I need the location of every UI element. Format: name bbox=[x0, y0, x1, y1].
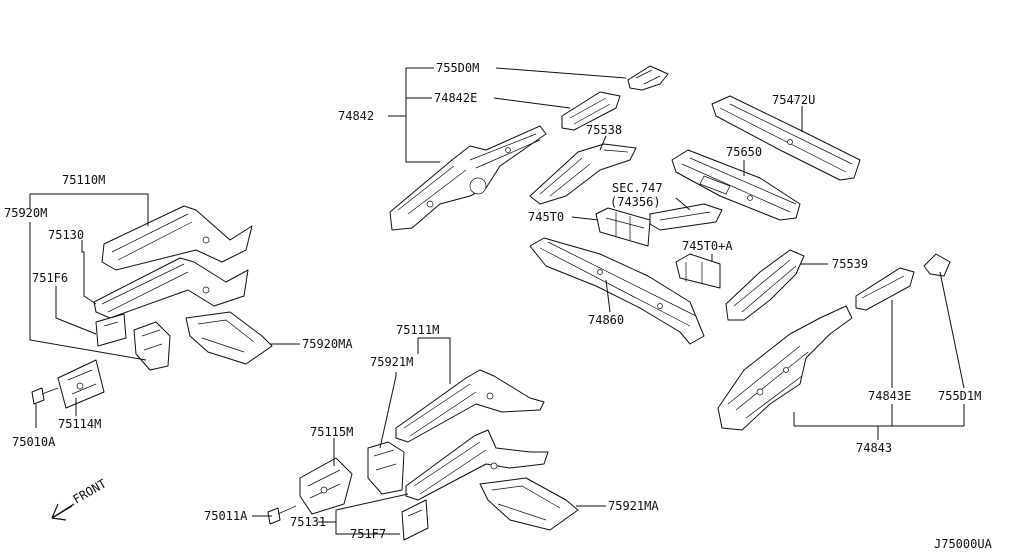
part-751F7[interactable] bbox=[401, 499, 429, 541]
label-75115M[interactable]: 75115M bbox=[310, 425, 353, 439]
label-75130[interactable]: 75130 bbox=[48, 228, 84, 242]
part-75114M[interactable] bbox=[57, 359, 105, 409]
part-75131[interactable] bbox=[405, 429, 549, 501]
part-751F6[interactable] bbox=[95, 313, 127, 347]
label-755D1M[interactable]: 755D1M bbox=[938, 389, 981, 403]
label-74843E[interactable]: 74843E bbox=[868, 389, 911, 403]
label-745T0A[interactable]: 745T0+A bbox=[682, 239, 733, 253]
part-75115M[interactable] bbox=[299, 457, 353, 515]
part-75921M[interactable] bbox=[367, 441, 405, 495]
part-75920MA[interactable] bbox=[185, 311, 273, 365]
label-75650[interactable]: 75650 bbox=[726, 145, 762, 159]
part-74843[interactable] bbox=[717, 305, 853, 431]
label-sec747[interactable]: SEC.747 bbox=[612, 181, 663, 195]
front-label: FRONT bbox=[71, 476, 109, 506]
leader-lines bbox=[29, 67, 965, 535]
part-75539[interactable] bbox=[725, 249, 805, 321]
part-74842[interactable] bbox=[389, 125, 547, 231]
part-75130[interactable] bbox=[93, 257, 249, 319]
part-75110M[interactable] bbox=[101, 205, 253, 271]
label-745T0[interactable]: 745T0 bbox=[528, 210, 564, 224]
label-74860[interactable]: 74860 bbox=[588, 313, 624, 327]
label-sec747-sub[interactable]: (74356) bbox=[610, 195, 661, 209]
label-75111M[interactable]: 75111M bbox=[396, 323, 439, 337]
label-751F6[interactable]: 751F6 bbox=[32, 271, 68, 285]
label-74842[interactable]: 74842 bbox=[338, 109, 374, 123]
label-75131[interactable]: 75131 bbox=[290, 515, 326, 529]
label-75472U[interactable]: 75472U bbox=[772, 93, 815, 107]
part-75650[interactable] bbox=[671, 149, 801, 221]
part-755D1M[interactable] bbox=[923, 253, 951, 277]
label-75114M[interactable]: 75114M bbox=[58, 417, 101, 431]
part-745T0[interactable] bbox=[595, 207, 651, 247]
part-75538[interactable] bbox=[529, 143, 637, 205]
label-75110M[interactable]: 75110M bbox=[62, 173, 105, 187]
label-75538[interactable]: 75538 bbox=[586, 123, 622, 137]
part-75111M[interactable] bbox=[395, 369, 545, 443]
label-74843[interactable]: 74843 bbox=[856, 441, 892, 455]
label-75920MA[interactable]: 75920MA bbox=[302, 337, 353, 351]
label-74842E[interactable]: 74842E bbox=[434, 91, 477, 105]
label-75921MA[interactable]: 75921MA bbox=[608, 499, 659, 513]
front-arrow-icon bbox=[51, 503, 75, 521]
part-sec747[interactable] bbox=[649, 203, 723, 231]
part-75921MA[interactable] bbox=[479, 477, 579, 531]
label-755D0M[interactable]: 755D0M bbox=[436, 61, 479, 75]
part-74860[interactable] bbox=[529, 237, 705, 345]
part-755D0M[interactable] bbox=[627, 65, 669, 91]
label-751F7[interactable]: 751F7 bbox=[350, 527, 386, 541]
part-74843E[interactable] bbox=[855, 267, 915, 311]
part-75472U[interactable] bbox=[711, 95, 861, 181]
part-75011A[interactable] bbox=[267, 505, 297, 525]
label-75921M[interactable]: 75921M bbox=[370, 355, 413, 369]
part-75920M[interactable] bbox=[133, 321, 171, 371]
label-75539[interactable]: 75539 bbox=[832, 257, 868, 271]
label-75920M[interactable]: 75920M bbox=[4, 206, 47, 220]
part-74842E[interactable] bbox=[561, 91, 621, 131]
diagram-code: J75000UA bbox=[934, 537, 993, 551]
part-745T0A[interactable] bbox=[675, 253, 721, 289]
label-75010A[interactable]: 75010A bbox=[12, 435, 56, 449]
label-75011A[interactable]: 75011A bbox=[204, 509, 248, 523]
part-75010A[interactable] bbox=[31, 387, 59, 405]
